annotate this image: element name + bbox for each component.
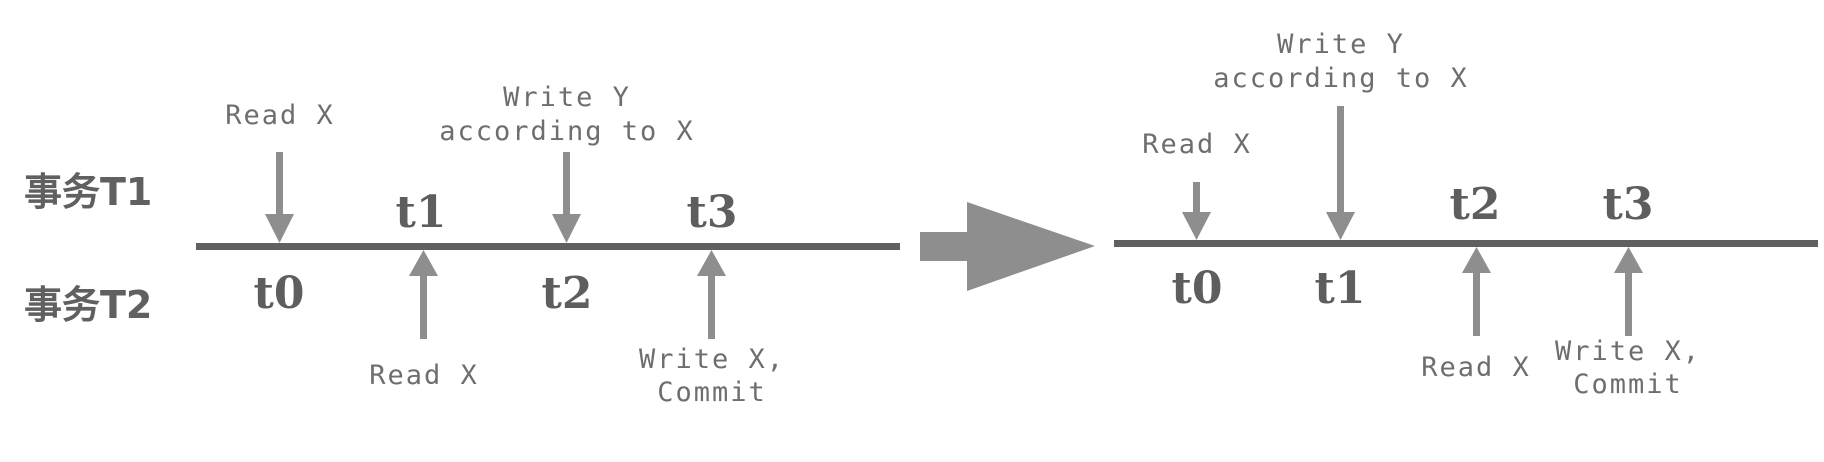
up-arrow-icon bbox=[409, 250, 438, 339]
after-t2-op-write-x-commit: Write X, Commit bbox=[1555, 247, 1701, 400]
tick-label: t0 bbox=[1172, 263, 1223, 314]
down-arrow-icon bbox=[1326, 106, 1355, 240]
op-label-line: Read X bbox=[225, 100, 335, 131]
up-arrow-icon bbox=[1614, 247, 1643, 336]
tick-label: t0 bbox=[254, 268, 305, 319]
before-t2-op-read-x: Read X bbox=[369, 250, 479, 391]
timeline-before-axis bbox=[196, 243, 900, 250]
timeline-after: Read X Write Y according to X t2 t3 t0 t… bbox=[1114, 29, 1818, 400]
lane-label-t2: 事务T2 bbox=[24, 283, 152, 327]
before-t1-op-read-x: Read X bbox=[225, 100, 335, 243]
down-arrow-icon bbox=[552, 152, 581, 243]
timeline-before: Read X Write Y according to X t1 t3 t0 t… bbox=[196, 82, 900, 408]
after-t1-op-read-x: Read X bbox=[1142, 129, 1252, 240]
tick-label: t1 bbox=[396, 187, 447, 238]
op-label-line: Commit bbox=[1573, 369, 1683, 400]
tick-label: t3 bbox=[687, 187, 738, 238]
op-label-line: Write X, bbox=[1555, 336, 1701, 367]
op-label-line: Read X bbox=[1421, 352, 1531, 383]
after-t1-op-write-y: Write Y according to X bbox=[1213, 29, 1469, 240]
transition-arrow-icon bbox=[920, 202, 1095, 291]
before-t1-op-write-y: Write Y according to X bbox=[439, 82, 695, 243]
down-arrow-icon bbox=[1182, 182, 1211, 240]
up-arrow-icon bbox=[1462, 247, 1491, 336]
after-t2-op-read-x: Read X bbox=[1421, 247, 1531, 383]
tick-label: t2 bbox=[1450, 179, 1501, 230]
lane-label-t1: 事务T1 bbox=[24, 170, 152, 214]
tick-label: t3 bbox=[1603, 179, 1654, 230]
tick-label: t1 bbox=[1315, 263, 1366, 314]
op-label-line: according to X bbox=[1213, 63, 1469, 94]
up-arrow-icon bbox=[697, 250, 726, 339]
op-label-line: Read X bbox=[1142, 129, 1252, 160]
before-t2-op-write-x-commit: Write X, Commit bbox=[639, 250, 785, 408]
op-label-line: Write Y bbox=[1277, 29, 1405, 60]
down-arrow-icon bbox=[265, 152, 294, 243]
timeline-after-axis bbox=[1114, 240, 1818, 247]
op-label-line: Read X bbox=[369, 360, 479, 391]
op-label-line: Write X, bbox=[639, 344, 785, 375]
tick-label: t2 bbox=[542, 268, 593, 319]
op-label-line: according to X bbox=[439, 116, 695, 147]
op-label-line: Commit bbox=[657, 377, 767, 408]
op-label-line: Write Y bbox=[503, 82, 631, 113]
